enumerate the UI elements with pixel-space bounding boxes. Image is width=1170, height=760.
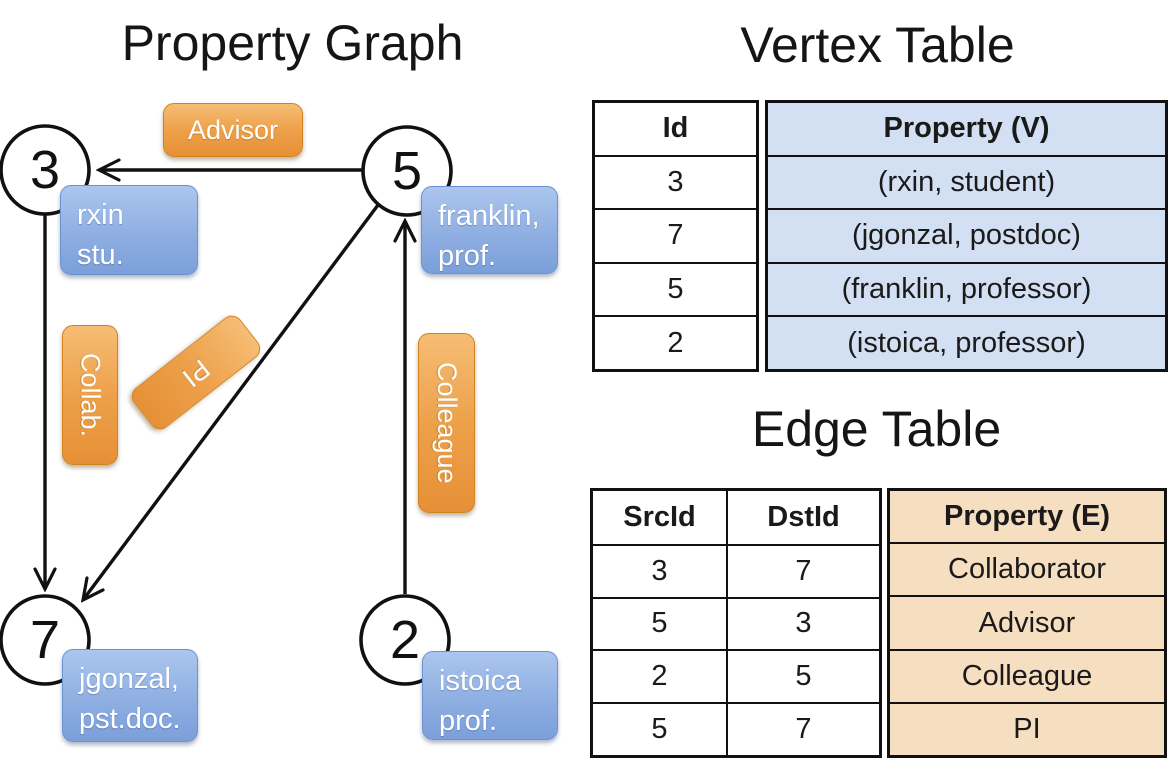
table-cell: (rxin, student) xyxy=(768,154,1165,209)
vertex-property-box-7: jgonzal, pst.doc. xyxy=(62,649,198,742)
vertex-property-line: stu. xyxy=(77,239,124,272)
table-cell: Collaborator xyxy=(890,542,1164,596)
vertex-table-property-column: Property (V) (rxin, student) (jgonzal, p… xyxy=(765,100,1168,372)
vertex-property-box-3: rxin stu. xyxy=(60,185,198,275)
edge-table-header-dstid: DstId xyxy=(726,491,879,544)
table-cell: Colleague xyxy=(890,648,1164,702)
edge-table-header-srcid: SrcId xyxy=(623,500,696,533)
table-cell: 5 xyxy=(595,261,756,316)
edge-table-header-property: Property (E) xyxy=(890,491,1164,543)
edge-table-property-column: Property (E) Collaborator Advisor Collea… xyxy=(887,488,1167,758)
table-cell: 2 xyxy=(595,315,756,369)
table-cell: 7 xyxy=(595,208,756,262)
vertex-property-line: rxin xyxy=(77,199,124,231)
table-cell: 5 xyxy=(726,649,879,703)
edge-label-collab: Collab. xyxy=(62,325,118,465)
vertex-property-line: prof. xyxy=(439,705,498,738)
vertex-id-3: 3 xyxy=(29,140,61,200)
table-cell: (istoica, professor) xyxy=(768,315,1165,369)
vertex-property-line: franklin, xyxy=(438,200,540,232)
edge-table-title: Edge Table xyxy=(751,401,1002,457)
edge-label-colleague: Colleague xyxy=(418,333,475,513)
vertex-table-id-column: Id 3 7 5 2 xyxy=(592,100,759,372)
edge-table-id-columns: SrcId DstId 3 7 5 3 2 5 5 7 xyxy=(590,488,882,758)
vertex-property-line: prof. xyxy=(438,240,497,273)
edge-pi-5-to-7 xyxy=(83,203,380,600)
vertex-id-7: 7 xyxy=(29,610,61,670)
table-cell: 5 xyxy=(593,702,726,755)
table-cell: 5 xyxy=(593,596,726,650)
table-cell: (jgonzal, postdoc) xyxy=(768,208,1165,262)
property-graph-title: Property Graph xyxy=(121,15,464,71)
table-cell: 7 xyxy=(726,702,879,755)
table-cell: 3 xyxy=(595,154,756,209)
vertex-property-line: istoica xyxy=(439,665,522,697)
table-cell: PI xyxy=(890,701,1164,756)
vertex-property-box-2: istoica prof. xyxy=(422,651,558,740)
vertex-property-line: pst.doc. xyxy=(79,703,181,736)
table-cell: 7 xyxy=(726,543,879,597)
table-cell: 2 xyxy=(593,649,726,702)
vertex-id-5: 5 xyxy=(391,141,423,201)
vertex-table-title: Vertex Table xyxy=(740,17,1015,73)
vertex-table-header-property: Property (V) xyxy=(768,103,1165,155)
table-cell: (franklin, professor) xyxy=(768,261,1165,316)
vertex-property-line: jgonzal, xyxy=(79,663,179,695)
vertex-table-header-id: Id xyxy=(662,112,689,145)
table-cell: 3 xyxy=(593,543,726,597)
table-cell: Advisor xyxy=(890,595,1164,649)
table-cell: 3 xyxy=(726,596,879,650)
edge-label-advisor: Advisor xyxy=(163,103,303,157)
vertex-id-2: 2 xyxy=(389,610,421,670)
vertex-property-box-5: franklin, prof. xyxy=(421,186,558,274)
